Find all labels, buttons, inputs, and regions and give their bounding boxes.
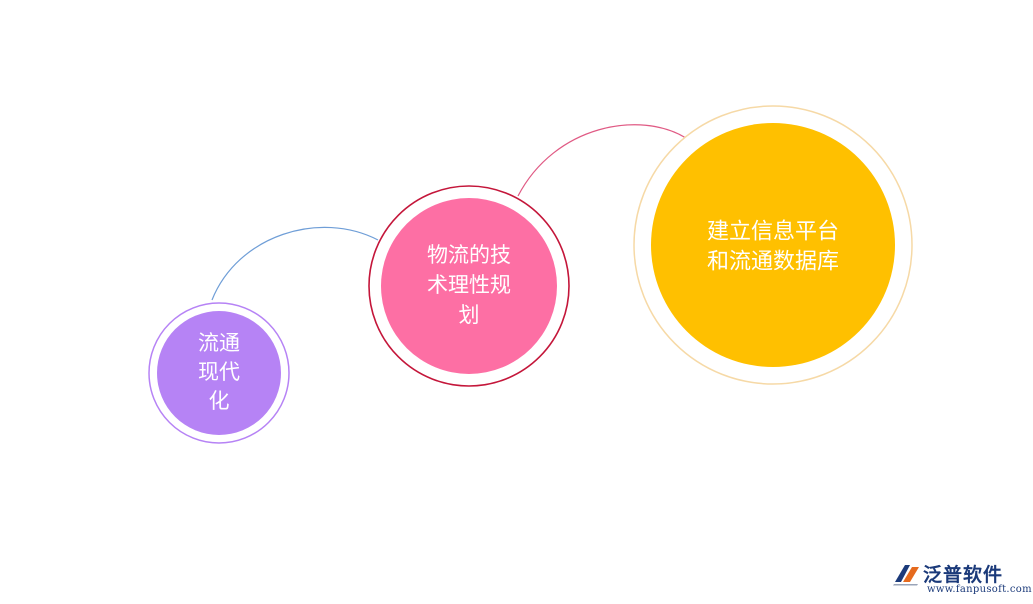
fanpu-logo-name: 泛普软件 [923, 564, 1004, 586]
node-modernization: 流通 现代 化 [148, 302, 290, 444]
connector-modernization-to-planning [211, 226, 379, 301]
node-logistics-planning-circle [381, 198, 557, 374]
node-logistics-planning-label-2: 术理性规 [427, 273, 511, 297]
node-info-platform-label-2: 和流通数据库 [707, 250, 839, 275]
node-logistics-planning-label-1: 物流的技 [427, 243, 511, 267]
node-info-platform-circle [651, 123, 895, 367]
node-modernization-label-3: 化 [209, 389, 230, 413]
connector-planning-to-platform [517, 124, 687, 197]
node-info-platform-label-1: 建立信息平台 [707, 220, 839, 245]
node-logistics-planning: 物流的技 术理性规 划 [368, 185, 570, 387]
node-logistics-planning-label-3: 划 [459, 303, 480, 327]
node-modernization-label-1: 流通 [198, 331, 240, 355]
node-modernization-circle [157, 311, 281, 435]
fanpu-logo: 泛普软件 www.fanpusoft.com [893, 558, 1032, 598]
fanpu-logo-url: www.fanpusoft.com [927, 584, 1032, 595]
node-modernization-label-2: 现代 [198, 360, 240, 384]
node-info-platform: 建立信息平台 和流通数据库 [633, 105, 913, 385]
fanpu-logo-mark-icon [893, 565, 919, 586]
